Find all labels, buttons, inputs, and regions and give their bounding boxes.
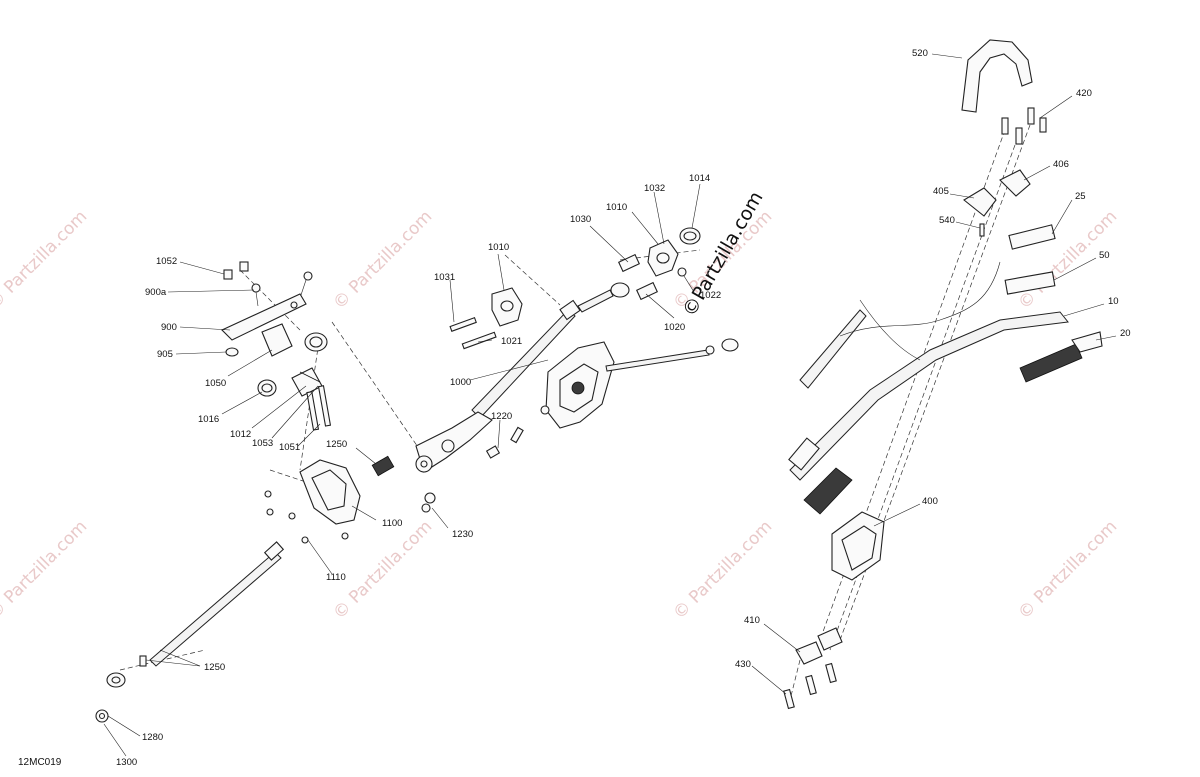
callout-1010: 1010 [488, 242, 509, 253]
handlebar-assembly [783, 39, 1103, 710]
grip-25 [1008, 224, 1056, 250]
callout-labels: 1052 900a 900 905 1050 1016 1012 1053 10… [116, 48, 1131, 768]
callout-1000: 1000 [450, 377, 471, 388]
bolt-420b [1015, 127, 1023, 145]
leader-lines [103, 53, 1117, 757]
callout-1280: 1280 [142, 732, 163, 743]
callout-1012: 1012 [230, 429, 251, 440]
callout-430: 430 [735, 659, 751, 670]
watermark: © Partzilla.com [0, 207, 91, 314]
callout-25: 25 [1075, 191, 1086, 202]
callout-1052: 1052 [156, 256, 177, 267]
callout-1250: 1250 [326, 439, 347, 450]
bolt-1021 [461, 331, 497, 350]
upper-clamp-assembly [221, 261, 332, 431]
bolt-430 [783, 688, 795, 710]
lower-housing-assembly [95, 455, 395, 723]
callout-405: 405 [933, 186, 949, 197]
callout-10: 10 [1108, 296, 1119, 307]
callout-20: 20 [1120, 328, 1131, 339]
callout-1230: 1230 [452, 529, 473, 540]
washer-905 [225, 347, 239, 357]
bolt-1250 [371, 455, 395, 477]
watermark: © Partzilla.com [0, 517, 91, 624]
callout-420: 420 [1076, 88, 1092, 99]
bushing-1022 [610, 282, 630, 298]
tie-rod-1110 [149, 551, 282, 667]
nut-1220 [485, 445, 501, 459]
clamp-410b [817, 627, 843, 651]
grip-20 [1019, 343, 1083, 383]
callout-1020: 1020 [664, 322, 685, 333]
tie-rod-right [605, 349, 710, 372]
callout-1051: 1051 [279, 442, 300, 453]
clamp-block-1053 [291, 367, 323, 397]
bolt-420c [1027, 107, 1035, 125]
spacer-1030 [617, 253, 641, 273]
steering-gear-housing [540, 338, 739, 429]
bolt-1031 [449, 316, 477, 332]
bolt-1051b [317, 385, 332, 427]
handlebar-10 [789, 311, 1069, 481]
callout-1100: 1100 [382, 518, 402, 529]
grip-left [788, 437, 820, 471]
bolt-1051 [306, 391, 320, 431]
spacer-1020 [635, 281, 659, 301]
callout-400: 400 [922, 496, 938, 507]
callout-900: 900 [161, 322, 177, 333]
callout-1050: 1050 [205, 378, 226, 389]
bolt-head-2 [251, 283, 261, 293]
nut-1052 [223, 269, 233, 280]
watermark: © Partzilla.com [1014, 517, 1121, 624]
callout-1300: 1300 [116, 757, 137, 768]
callout-50: 50 [1099, 250, 1110, 261]
callout-1053: 1053 [252, 438, 273, 449]
bracket-406 [999, 169, 1031, 197]
bolt-head [303, 271, 313, 281]
callout-1250b: 1250 [204, 662, 225, 673]
bracket-405 [963, 187, 997, 217]
bolt-420a [1001, 117, 1009, 135]
callout-406: 406 [1053, 159, 1069, 170]
callout-1032: 1032 [644, 183, 665, 194]
clamp-plate-900 [221, 293, 307, 341]
callout-1022: 1022 [700, 290, 721, 301]
callout-905: 905 [157, 349, 173, 360]
clamp-block-1050 [261, 323, 293, 357]
callout-1021: 1021 [501, 336, 522, 347]
callout-1031: 1031 [434, 272, 455, 283]
washer-1230 [424, 492, 436, 504]
steering-column-1000 [415, 289, 614, 513]
callout-520: 520 [912, 48, 928, 59]
callout-1030: 1030 [570, 214, 591, 225]
clamp-410a [795, 641, 823, 665]
bolt-420d [1039, 117, 1047, 133]
watermark: © Partzilla.com [329, 207, 436, 314]
diagram-code: 12MC019 [18, 757, 62, 768]
callout-540: 540 [939, 215, 955, 226]
brand-watermark: ©Partzilla.com [678, 188, 767, 321]
callout-1220: 1220 [491, 411, 512, 422]
callout-1014: 1014 [689, 173, 710, 184]
upper-bearing-assembly [449, 227, 701, 350]
callout-900a: 900a [145, 287, 167, 298]
riser-520 [961, 39, 1033, 113]
grip-30 [803, 467, 853, 515]
callout-1110: 1110 [326, 572, 346, 583]
callout-1016: 1016 [198, 414, 219, 425]
grip-50 [1004, 271, 1056, 295]
callout-1010b: 1010 [606, 202, 627, 213]
callout-410: 410 [744, 615, 760, 626]
nut-1052b [239, 261, 249, 272]
bolt-540 [979, 223, 985, 237]
watermark: © Partzilla.com [669, 517, 776, 624]
